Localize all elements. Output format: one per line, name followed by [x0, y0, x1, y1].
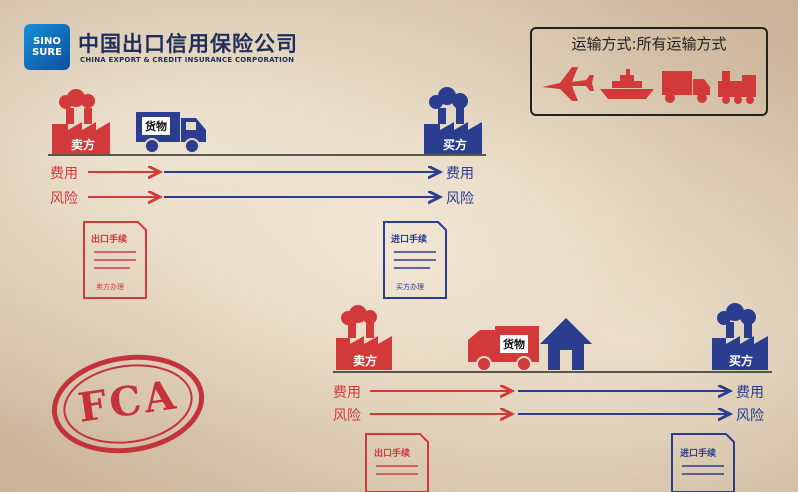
seller-factory-icon-2: [336, 305, 392, 370]
fca-stamp: [51, 354, 205, 454]
warehouse-house-icon: [540, 318, 592, 370]
import-document-icon: [383, 221, 447, 299]
cargo-label: 货物: [142, 117, 170, 135]
buyer-label: 买方: [442, 138, 467, 152]
import-doc-title: 进口手续: [391, 235, 428, 245]
logo-text: SINO SURE: [32, 36, 62, 58]
transport-icons: [542, 67, 756, 104]
buyer-factory-icon: [424, 87, 482, 154]
seller-factory-icon: [52, 89, 110, 154]
seller-label: 卖方: [70, 138, 95, 152]
export-doc-title-2: 出口手续: [374, 449, 411, 459]
ship-icon: [600, 69, 654, 99]
seller-risk-label: 风险: [50, 191, 78, 207]
import-doc-title-2: 进口手续: [680, 449, 717, 459]
cargo-label-2: 货物: [500, 335, 528, 353]
buyer-cost-label-2: 费用: [736, 385, 764, 401]
import-document-icon-2: [671, 433, 735, 492]
export-doc-sign: 卖方办理: [96, 283, 124, 291]
export-doc-title: 出口手续: [91, 235, 128, 245]
seller-cost-label: 费用: [50, 166, 78, 182]
export-document-icon-2: [365, 433, 429, 492]
sinosure-logo: SINO SURE: [24, 24, 70, 70]
buyer-label-2: 买方: [728, 354, 753, 368]
export-document-icon: [83, 221, 147, 299]
buyer-factory-icon-2: [712, 303, 768, 370]
company-name-cn: 中国出口信用保险公司: [78, 32, 298, 56]
buyer-risk-label-2: 风险: [736, 408, 764, 424]
airplane-icon: [542, 67, 594, 101]
train-icon: [718, 71, 756, 104]
seller-risk-label-2: 风险: [333, 408, 361, 424]
company-name-en: CHINA EXPORT & CREDIT INSURANCE CORPORAT…: [80, 56, 295, 64]
cargo-truck-icon-2: [468, 326, 539, 372]
transport-mode-box: 运输方式:所有运输方式: [530, 27, 768, 116]
truck-icon: [662, 71, 710, 103]
seller-cost-label-2: 费用: [333, 385, 361, 401]
transport-mode-title: 运输方式:所有运输方式: [571, 35, 727, 53]
buyer-cost-label: 费用: [446, 166, 474, 182]
buyer-risk-label: 风险: [446, 191, 474, 207]
seller-label-2: 卖方: [352, 354, 377, 368]
import-doc-sign: 买方办理: [396, 283, 424, 291]
